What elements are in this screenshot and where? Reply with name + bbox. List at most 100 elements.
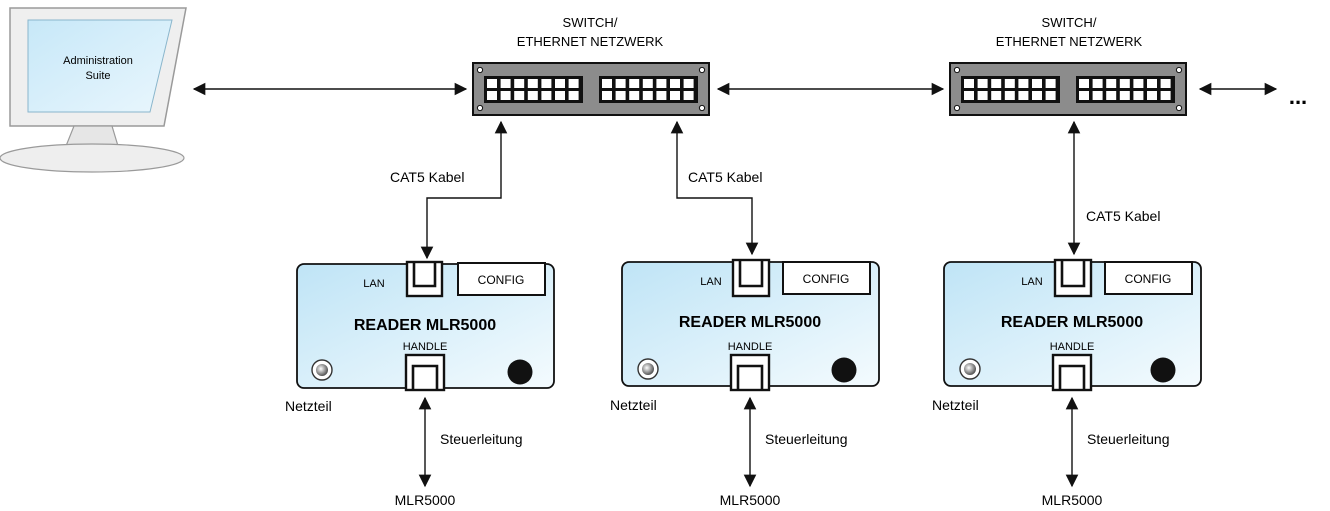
reader-3-cable-label: CAT5 Kabel [1086, 208, 1160, 224]
switch-port [1079, 91, 1089, 100]
switch-2-title-line-1: SWITCH/ [1042, 15, 1097, 30]
reader-1-cable-label: CAT5 Kabel [390, 169, 464, 185]
switch-port [527, 79, 538, 88]
switch-port [1106, 91, 1117, 100]
reader-2-device-label: MLR5000 [720, 492, 781, 508]
switch-port [642, 79, 653, 88]
switch-port [670, 79, 680, 88]
switch-port [670, 91, 680, 100]
switch-2: SWITCH/ ETHERNET NETZWERK [949, 15, 1187, 116]
switch-port [1092, 79, 1103, 88]
reader-1-title: READER MLR5000 [354, 317, 496, 334]
reader-2-title: READER MLR5000 [679, 314, 821, 331]
switch-port [1133, 91, 1144, 100]
switch-port [1106, 79, 1117, 88]
switch-port [1018, 91, 1029, 100]
reader-2-lan-label: LAN [700, 276, 721, 288]
reader-1-lan-port [405, 260, 444, 298]
switch-port [527, 91, 538, 100]
switch-port [615, 91, 626, 100]
reader-1-handle-label: HANDLE [403, 341, 448, 353]
switch-port [602, 79, 612, 88]
computer-monitor: Administration Suite [0, 7, 187, 173]
switch-port [1045, 79, 1056, 88]
reader-3-title: READER MLR5000 [1001, 314, 1143, 331]
switch-port [555, 79, 565, 88]
switch-port [991, 91, 1002, 100]
switch-port [500, 91, 511, 100]
reader-1-config-button [457, 262, 546, 296]
reader-3-handle-label: HANDLE [1050, 341, 1095, 353]
monitor-screen-line-1: Administration [63, 55, 133, 67]
reader-1-config-label: CONFIG [478, 273, 525, 287]
switch-port [1079, 79, 1089, 88]
monitor-screen-line-2: Suite [85, 70, 110, 82]
switch-2-title-line-2: ETHERNET NETZWERK [996, 34, 1143, 49]
switch-port [1119, 91, 1130, 100]
reader-1-power-label: Netzteil [285, 398, 332, 414]
reader-3-indicator [1150, 357, 1176, 383]
switch-port [977, 79, 988, 88]
reader-2-power-label: Netzteil [610, 397, 657, 413]
reader-3-power-label: Netzteil [932, 397, 979, 413]
reader-3-lan-label: LAN [1021, 276, 1042, 288]
reader-2: LAN CONFIG READER MLR5000 HANDLE [621, 258, 880, 392]
switch-port [1032, 91, 1042, 100]
switch-port [642, 91, 653, 100]
switch-port [555, 91, 565, 100]
switch-port [683, 91, 694, 100]
switch-port [1147, 79, 1157, 88]
switch-port [1045, 91, 1056, 100]
reader-1-lan-label: LAN [363, 278, 384, 290]
cable-switch-1-reader-2 [670, 120, 759, 256]
switch-port [656, 91, 667, 100]
switch-port [1160, 91, 1171, 100]
reader-2-indicator [831, 357, 857, 383]
reader-3-config-label: CONFIG [1125, 272, 1172, 286]
switch-port [487, 79, 497, 88]
switch-port [991, 79, 1002, 88]
reader-1-indicator [507, 359, 533, 385]
switch-port [541, 91, 552, 100]
reader-2-control-label: Steuerleitung [765, 431, 848, 447]
switch-port [629, 79, 640, 88]
switch-port [541, 79, 552, 88]
reader-2-cable-label: CAT5 Kabel [688, 169, 762, 185]
reader-3-lan-port [1053, 258, 1093, 298]
switch-port [964, 91, 974, 100]
reader-3-control-label: Steuerleitung [1087, 431, 1170, 447]
reader-3-device-label: MLR5000 [1042, 492, 1103, 508]
switch-port [1018, 79, 1029, 88]
switch-port [1160, 79, 1171, 88]
switch-port [500, 79, 511, 88]
switch-port [568, 91, 579, 100]
reader-3-config-button [1104, 261, 1193, 295]
switch-port [514, 91, 525, 100]
switch-port [514, 79, 525, 88]
switch-1: SWITCH/ ETHERNET NETZWERK [472, 15, 710, 116]
switch-port [487, 91, 497, 100]
reader-3: LAN CONFIG READER MLR5000 HANDLE [943, 258, 1202, 392]
reader-2-lan-port [731, 258, 771, 298]
switch-port [964, 79, 974, 88]
switch-1-title-line-2: ETHERNET NETZWERK [517, 34, 664, 49]
switch-port [1004, 79, 1015, 88]
reader-2-handle-label: HANDLE [728, 341, 773, 353]
switch-port [568, 79, 579, 88]
reader-2-config-label: CONFIG [803, 272, 850, 286]
switch-port [615, 79, 626, 88]
reader-1-device-label: MLR5000 [395, 492, 456, 508]
switch-port [1147, 91, 1157, 100]
switch-port [602, 91, 612, 100]
switch-port [656, 79, 667, 88]
switch-port [1092, 91, 1103, 100]
switch-port [1119, 79, 1130, 88]
reader-1-control-label: Steuerleitung [440, 431, 523, 447]
continuation-ellipsis: ... [1289, 84, 1307, 109]
switch-1-title-line-1: SWITCH/ [563, 15, 618, 30]
cable-switch-1-reader-1 [420, 120, 508, 260]
switch-port [977, 91, 988, 100]
switch-port [1133, 79, 1144, 88]
switch-port [629, 91, 640, 100]
